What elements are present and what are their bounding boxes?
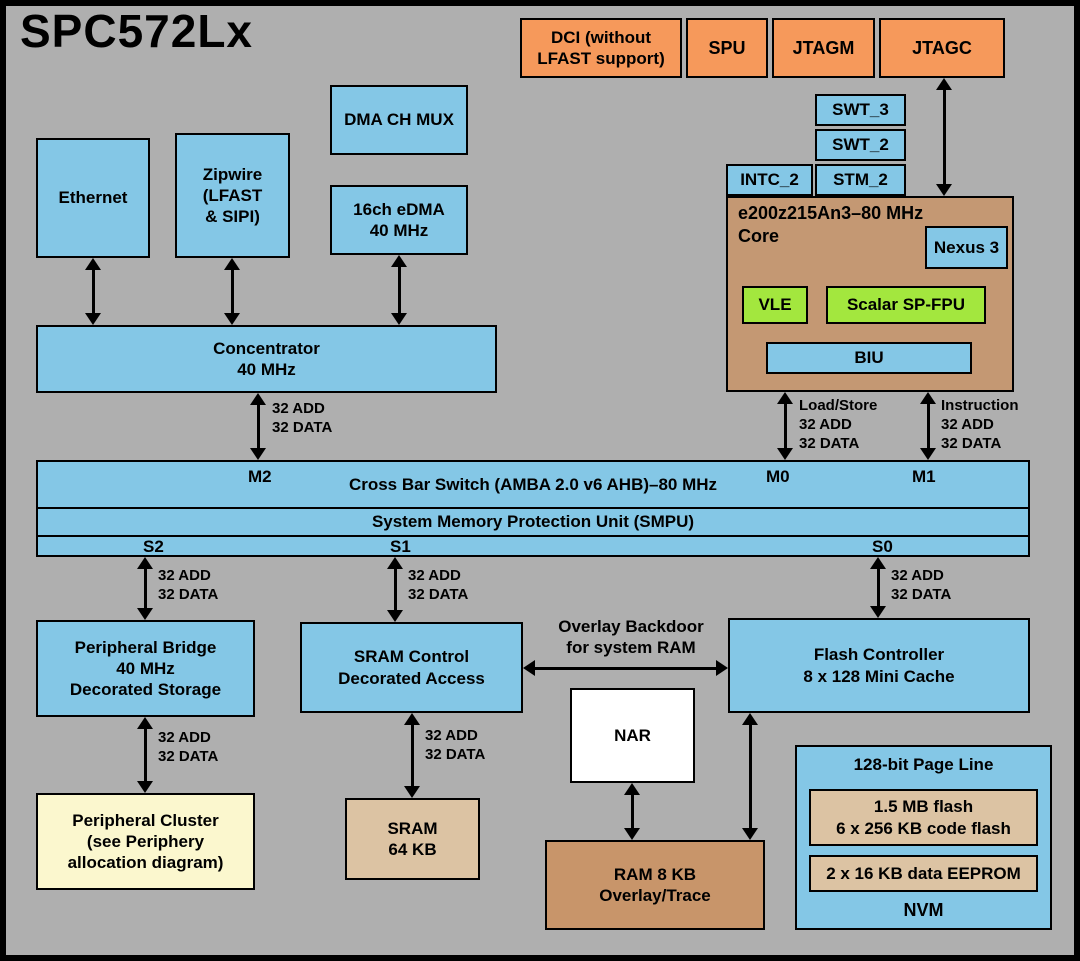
block-peripheral-cluster: Peripheral Cluster (see Periphery alloca… [36, 793, 255, 890]
arrow-ethernet-concentrator [85, 258, 101, 325]
arrow-jtagc-core [936, 78, 952, 196]
block-smpu: System Memory Protection Unit (SMPU) [38, 507, 1028, 537]
arrow-nar-ram [624, 783, 640, 840]
arrow-core-m0 [777, 392, 793, 460]
block-jtagm: JTAGM [772, 18, 875, 78]
block-swt3: SWT_3 [815, 94, 906, 126]
block-stm2: STM_2 [815, 164, 906, 196]
block-eeprom: 2 x 16 KB data EEPROM [809, 855, 1038, 892]
bus-label-s2: 32 ADD 32 DATA [158, 567, 219, 603]
arrow-shaft [410, 722, 414, 789]
port-s0: S0 [872, 537, 893, 556]
block-jtagc: JTAGC [879, 18, 1005, 78]
arrow-shaft [926, 401, 930, 451]
block-sram-control: SRAM Control Decorated Access [300, 622, 523, 713]
arrow-zipwire-concentrator [224, 258, 240, 325]
arrow-shaft [748, 722, 752, 831]
block-dci: DCI (without LFAST support) [520, 18, 682, 78]
bus-label-bridge: 32 ADD 32 DATA [158, 729, 219, 765]
arrow-shaft [397, 264, 401, 316]
arrow-s0-flash-controller [870, 557, 886, 618]
block-sram-64kb: SRAM 64 KB [345, 798, 480, 880]
arrow-sramctl-sram [404, 713, 420, 798]
port-m2: M2 [248, 467, 272, 486]
bus-label-instruction: Instruction 32 ADD 32 DATA [941, 397, 1019, 452]
arrow-bridge-cluster [137, 717, 153, 793]
block-vle: VLE [742, 286, 808, 324]
port-m0: M0 [766, 467, 790, 486]
block-edma: 16ch eDMA 40 MHz [330, 185, 468, 255]
bus-label-s1: 32 ADD 32 DATA [408, 567, 469, 603]
bus-label-s0: 32 ADD 32 DATA [891, 567, 952, 603]
arrow-flash-ram [742, 713, 758, 840]
arrow-edma-concentrator [391, 255, 407, 325]
overlay-backdoor-label: Overlay Backdoor for system RAM [558, 617, 704, 658]
arrow-overlay-backdoor [523, 660, 728, 676]
block-zipwire: Zipwire (LFAST & SIPI) [175, 133, 290, 258]
block-spu: SPU [686, 18, 768, 78]
bus-label-load-store: Load/Store 32 ADD 32 DATA [799, 397, 878, 452]
block-concentrator: Concentrator 40 MHz [36, 325, 497, 393]
arrow-s1-sram-control [387, 557, 403, 622]
arrow-shaft [91, 267, 95, 316]
nvm-label: NVM [903, 899, 944, 920]
bus-label-m2: 32 ADD 32 DATA [272, 400, 333, 436]
block-crossbar: Cross Bar Switch (AMBA 2.0 v6 AHB)–80 MH… [36, 460, 1030, 557]
block-sp-fpu: Scalar SP-FPU [826, 286, 986, 324]
arrow-shaft [532, 666, 719, 670]
block-ethernet: Ethernet [36, 138, 150, 258]
arrow-shaft [393, 566, 397, 613]
page-title: SPC572Lx [20, 5, 254, 57]
port-s1: S1 [390, 537, 411, 556]
page-line-title: 128-bit Page Line [853, 755, 994, 775]
arrow-shaft [630, 792, 634, 831]
block-swt2: SWT_2 [815, 129, 906, 161]
block-intc2: INTC_2 [726, 164, 813, 196]
arrow-shaft [143, 726, 147, 784]
block-biu: BIU [766, 342, 972, 374]
block-dma-ch-mux: DMA CH MUX [330, 85, 468, 155]
block-page-line: 128-bit Page Line 1.5 MB flash 6 x 256 K… [795, 745, 1052, 930]
arrow-core-m1 [920, 392, 936, 460]
block-core: e200z215An3–80 MHz Core Nexus 3 VLE Scal… [726, 196, 1014, 392]
core-title: e200z215An3–80 MHz Core [738, 203, 924, 246]
arrow-concentrator-crossbar [250, 393, 266, 460]
arrow-shaft [143, 566, 147, 611]
block-ram-8kb: RAM 8 KB Overlay/Trace [545, 840, 765, 930]
arrow-s2-peripheral-bridge [137, 557, 153, 620]
bus-label-sram: 32 ADD 32 DATA [425, 727, 486, 763]
arrow-shaft [876, 566, 880, 609]
arrow-shaft [256, 402, 260, 451]
block-nexus3: Nexus 3 [925, 226, 1008, 269]
port-s2: S2 [143, 537, 164, 556]
arrow-shaft [783, 401, 787, 451]
block-nar: NAR [570, 688, 695, 783]
port-m1: M1 [912, 467, 936, 486]
block-code-flash: 1.5 MB flash 6 x 256 KB code flash [809, 789, 1038, 846]
arrow-shaft [230, 267, 234, 316]
block-peripheral-bridge: Peripheral Bridge 40 MHz Decorated Stora… [36, 620, 255, 717]
arrow-shaft [942, 87, 946, 187]
crossbar-title: Cross Bar Switch (AMBA 2.0 v6 AHB)–80 MH… [348, 474, 718, 494]
block-flash-controller: Flash Controller 8 x 128 Mini Cache [728, 618, 1030, 713]
